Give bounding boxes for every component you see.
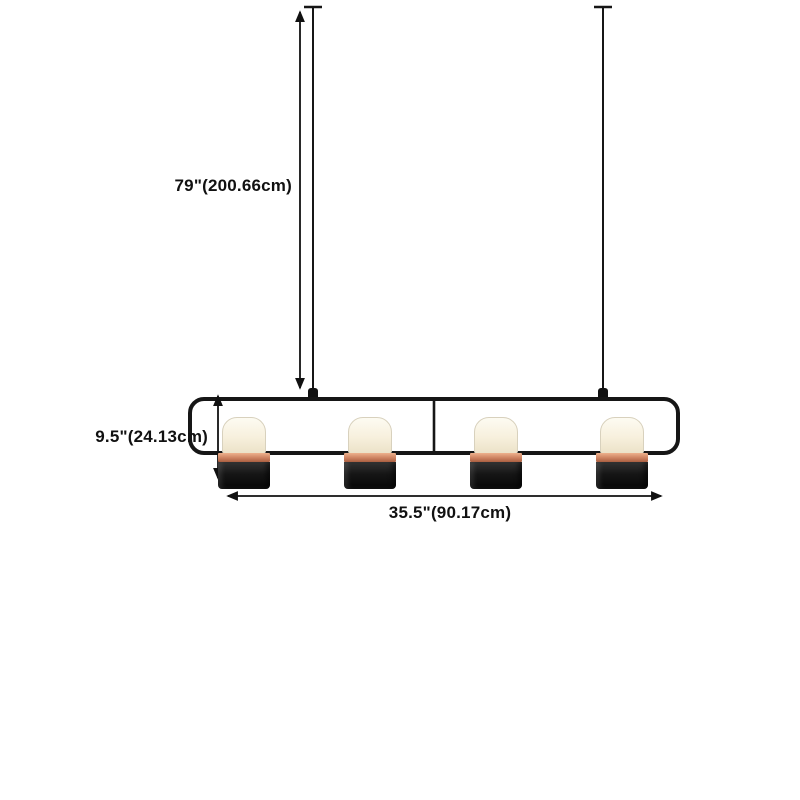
lamp-base: [218, 462, 270, 489]
cord-height-label: 79"(200.66cm): [174, 176, 292, 195]
lamp-copper-band: [470, 453, 522, 462]
fixture-frame: [188, 397, 680, 455]
lamp-unit: [596, 417, 648, 489]
lamp-shade: [348, 417, 392, 454]
fixture-height-label: 9.5"(24.13cm): [95, 427, 208, 446]
lamp-unit: [470, 417, 522, 489]
lamp-copper-band: [218, 453, 270, 462]
lamp-copper-band: [596, 453, 648, 462]
lamp-base: [596, 462, 648, 489]
lamp-shade: [222, 417, 266, 454]
lamp-shade: [600, 417, 644, 454]
lamp-unit: [218, 417, 270, 489]
lamp-unit: [344, 417, 396, 489]
lamp-base: [344, 462, 396, 489]
fixture-width-label: 35.5"(90.17cm): [388, 503, 512, 522]
lamp-base: [470, 462, 522, 489]
lamp-copper-band: [344, 453, 396, 462]
lamp-shade: [474, 417, 518, 454]
